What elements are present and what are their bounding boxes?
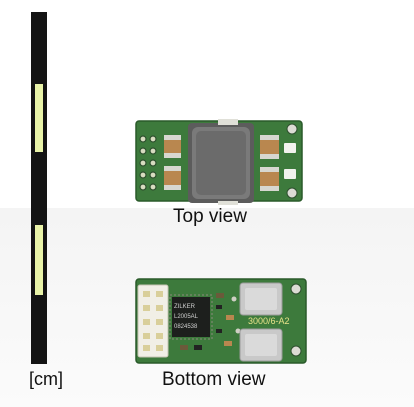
chip-text-line-2: L2005AL (174, 314, 199, 320)
shield-can-bottom (239, 328, 283, 362)
capacitor-right-bottom (260, 167, 279, 191)
ruler-segment-yellow (35, 225, 43, 295)
pin-header (137, 284, 169, 358)
capacitor-right-top (260, 135, 279, 159)
pin-pads-left (139, 135, 157, 191)
chip-text-line-3: 0824538 (174, 324, 198, 330)
ruler-unit-label: [cm] (29, 369, 63, 389)
board-marking: 3000/6-A2 (248, 316, 290, 326)
mount-pads-bottom-right (290, 283, 302, 357)
ruler-segment-yellow (35, 84, 43, 152)
scale-ruler (31, 12, 47, 364)
chip-text-line-1: ZILKER (174, 304, 196, 310)
caption-bottom-view: Bottom view (162, 369, 266, 390)
inductor (188, 119, 254, 205)
capacitor-left-top (164, 135, 181, 158)
capacitor-left-bottom (164, 166, 181, 190)
mount-pads-right (286, 123, 298, 199)
top-view-photo (135, 119, 303, 205)
bottom-view-photo: ZILKER L2005AL 0824538 3000/6-A2 (135, 278, 307, 364)
shield-can-top (239, 282, 283, 316)
caption-top-view: Top view (173, 206, 247, 227)
small-components (180, 293, 241, 350)
controller-chip (169, 294, 213, 340)
